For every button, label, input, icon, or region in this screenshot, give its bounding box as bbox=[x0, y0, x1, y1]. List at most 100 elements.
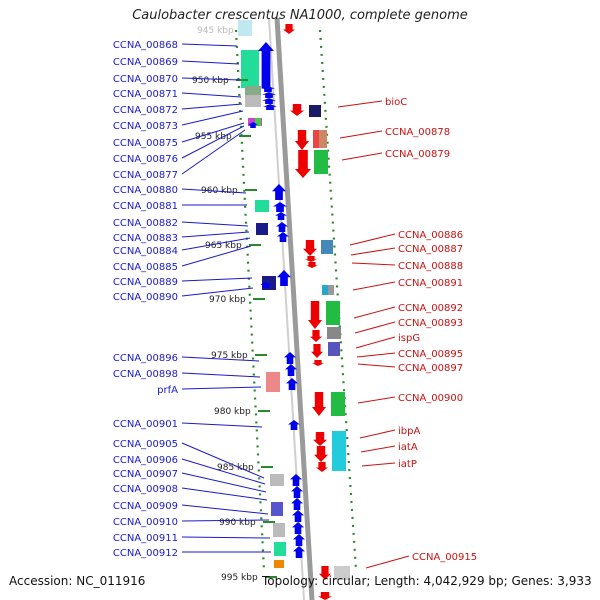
gene-labels: CCNA_00868CCNA_00869CCNA_00870CCNA_00871… bbox=[113, 40, 477, 563]
forward-gene-arrow bbox=[262, 92, 276, 98]
gene-label-left: CCNA_00871 bbox=[113, 89, 178, 100]
forward-gene-arrow bbox=[277, 232, 289, 242]
cog-block bbox=[238, 20, 252, 36]
forward-gene-arrow bbox=[291, 486, 303, 498]
forward-gene-arrow bbox=[262, 98, 276, 104]
cog-block bbox=[326, 301, 340, 325]
label-leader bbox=[181, 221, 249, 227]
cog-block bbox=[274, 560, 284, 568]
label-leader bbox=[355, 336, 396, 349]
gene-label-left: CCNA_00901 bbox=[113, 419, 178, 430]
label-leader bbox=[359, 429, 396, 439]
reverse-gene-arrow bbox=[312, 392, 326, 416]
cog-block bbox=[314, 150, 328, 174]
gene-label-left: CCNA_00905 bbox=[113, 439, 178, 450]
gene-label-right: CCNA_00893 bbox=[398, 318, 463, 329]
label-leader bbox=[181, 487, 268, 501]
cog-block bbox=[273, 523, 285, 537]
ruler-label: 970 kbp bbox=[209, 295, 246, 305]
gene-label-left: CCNA_00885 bbox=[113, 262, 178, 273]
label-leader bbox=[356, 352, 396, 358]
label-leader bbox=[181, 287, 254, 297]
gene-label-left: CCNA_00870 bbox=[113, 74, 178, 85]
gene-label-right: iatP bbox=[398, 459, 417, 470]
cog-block bbox=[328, 285, 334, 295]
forward-gene-arrow bbox=[293, 534, 305, 546]
gene-label-left: CCNA_00910 bbox=[113, 517, 178, 528]
label-leader bbox=[181, 386, 262, 390]
label-leader bbox=[354, 321, 396, 334]
forward-gene-arrow bbox=[284, 352, 296, 364]
label-leader bbox=[341, 152, 383, 161]
reverse-gene-arrow bbox=[319, 566, 331, 580]
label-leader bbox=[181, 237, 251, 251]
cog-block bbox=[255, 118, 261, 126]
gene-label-left: CCNA_00912 bbox=[113, 548, 178, 559]
reverse-gene-arrow bbox=[311, 344, 323, 358]
gene-label-right: iatA bbox=[398, 442, 418, 453]
gene-label-left: CCNA_00889 bbox=[113, 277, 178, 288]
forward-gene-arrow bbox=[260, 282, 272, 288]
label-leader bbox=[337, 100, 383, 108]
forward-gene-arrow bbox=[277, 270, 291, 286]
cog-block bbox=[271, 502, 283, 516]
label-leader bbox=[357, 363, 396, 368]
reverse-gene-arrow bbox=[308, 301, 322, 329]
cog-block bbox=[334, 566, 350, 580]
label-leader bbox=[181, 103, 243, 110]
forward-gene-arrow bbox=[291, 498, 303, 510]
cog-block bbox=[266, 372, 280, 392]
ruler-label: 995 kbp bbox=[221, 573, 258, 583]
gene-label-right: CCNA_00897 bbox=[398, 363, 463, 374]
gene-label-right: CCNA_00886 bbox=[398, 230, 463, 241]
reverse-gene-arrow bbox=[305, 256, 317, 262]
cog-block bbox=[327, 327, 341, 339]
gene-label-right: CCNA_00878 bbox=[385, 127, 450, 138]
label-leader bbox=[352, 281, 396, 291]
label-leader bbox=[181, 110, 244, 126]
reverse-gene-arrow bbox=[314, 446, 328, 462]
gene-label-left: CCNA_00873 bbox=[113, 121, 178, 132]
ruler-label: 985 kbp bbox=[217, 463, 254, 473]
label-leader bbox=[181, 60, 240, 65]
label-leader bbox=[349, 233, 396, 246]
label-leader bbox=[181, 43, 238, 47]
cog-block bbox=[274, 542, 286, 556]
dotted-line bbox=[318, 29, 358, 571]
ruler-label: 955 kbp bbox=[195, 132, 232, 142]
cog-block bbox=[322, 285, 328, 295]
ruler-label: 980 kbp bbox=[214, 407, 251, 417]
label-leader bbox=[360, 445, 396, 453]
reverse-gene-arrow bbox=[295, 130, 309, 150]
cog-block bbox=[319, 130, 327, 148]
cog-block bbox=[321, 240, 333, 254]
cog-block bbox=[241, 50, 259, 88]
cog-block bbox=[245, 95, 261, 107]
gene-label-right: ispG bbox=[398, 333, 420, 344]
label-leader bbox=[181, 122, 245, 143]
forward-gene-arrow bbox=[275, 212, 287, 220]
label-leader bbox=[181, 277, 253, 282]
label-leader bbox=[181, 231, 250, 238]
gene-label-left: CCNA_00883 bbox=[113, 233, 178, 244]
gene-label-right: CCNA_00888 bbox=[398, 261, 463, 272]
gene-label-right: bioC bbox=[385, 97, 407, 108]
gene-label-left: CCNA_00906 bbox=[113, 455, 178, 466]
ruler-label: 975 kbp bbox=[211, 351, 248, 361]
label-leader bbox=[181, 245, 252, 267]
gene-label-left: CCNA_00884 bbox=[113, 246, 178, 257]
gene-label-right: ibpA bbox=[398, 426, 420, 437]
forward-gene-arrow bbox=[292, 510, 304, 522]
label-leader bbox=[357, 396, 396, 404]
gene-label-right: CCNA_00892 bbox=[398, 303, 463, 314]
accession-text: Accession: NC_011916 bbox=[9, 574, 146, 588]
label-leaders bbox=[181, 43, 410, 569]
gene-label-right: CCNA_00895 bbox=[398, 349, 463, 360]
label-leader bbox=[181, 188, 247, 194]
gene-label-left: CCNA_00875 bbox=[113, 138, 178, 149]
forward-gene-arrow bbox=[285, 364, 297, 376]
label-leader bbox=[181, 92, 242, 98]
reverse-gene-arrow bbox=[306, 262, 318, 268]
ruler-label: 965 kbp bbox=[205, 241, 242, 251]
gene-label-right: CCNA_00915 bbox=[412, 552, 477, 563]
